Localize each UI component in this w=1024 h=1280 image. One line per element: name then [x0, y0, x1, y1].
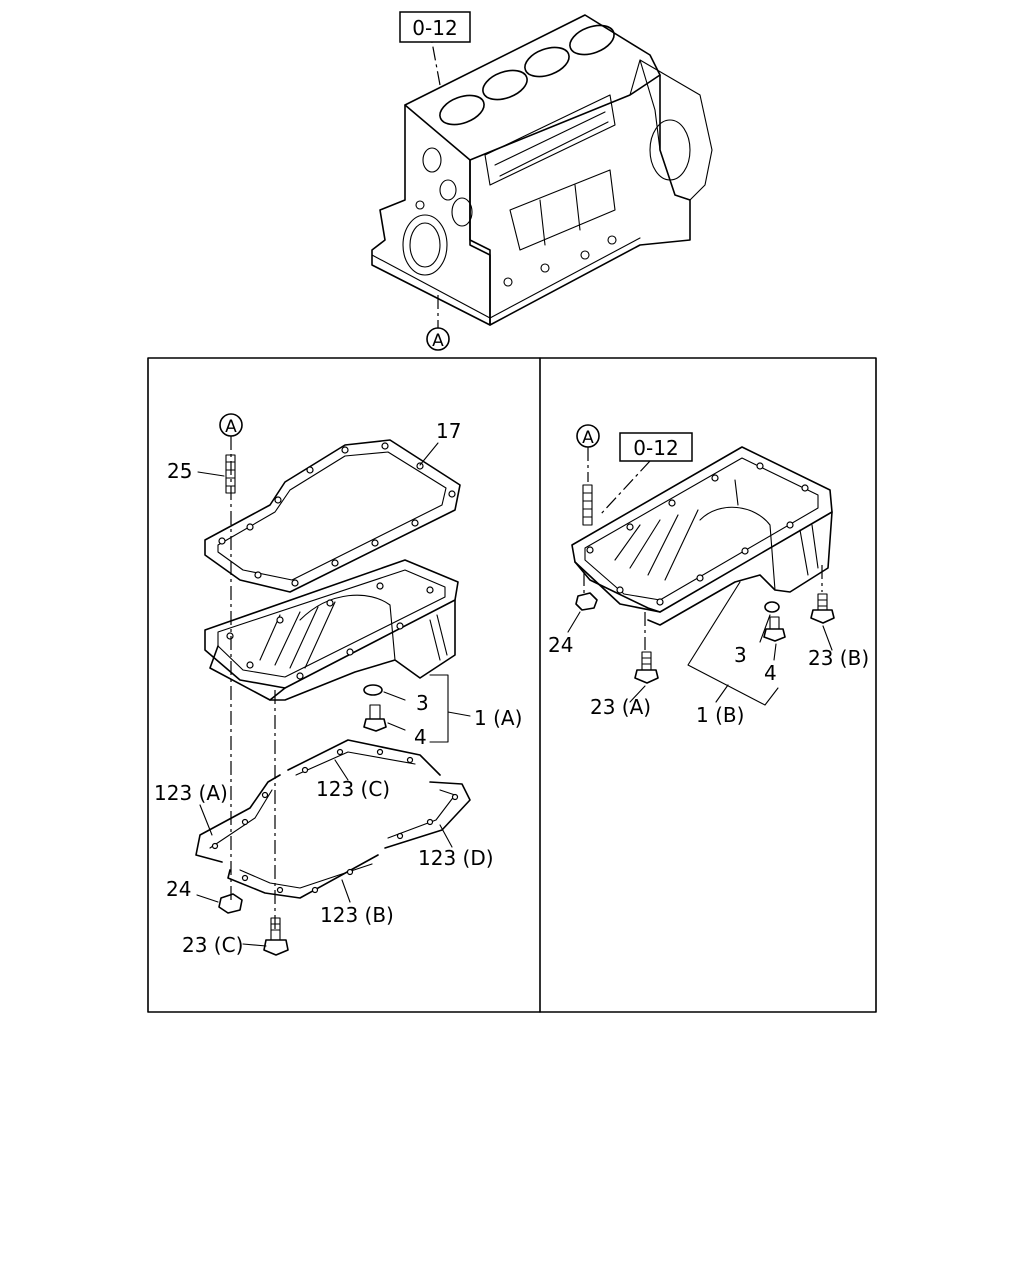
right-ref-label: 0-12 [633, 436, 678, 460]
block-ref-label: 0-12 [412, 16, 457, 40]
bolt-23b [810, 593, 835, 624]
label-1b: 1 (B) [696, 703, 744, 727]
label-123a: 123 (A) [154, 781, 228, 805]
nut-right [575, 592, 598, 611]
cylinder-block-illustration: 0-12 A [371, 11, 713, 351]
label-23b: 23 (B) [808, 646, 869, 670]
stud-right [582, 484, 593, 526]
label-17: 17 [436, 419, 461, 443]
label-23a: 23 (A) [590, 695, 651, 719]
label-25: 25 [167, 459, 192, 483]
label-1a: 1 (A) [474, 706, 522, 730]
drain-washer-right [764, 601, 780, 613]
label-3-left: 3 [416, 691, 429, 715]
label-4-right: 4 [764, 661, 777, 685]
label-123b: 123 (B) [320, 903, 394, 927]
drain-plug-left [363, 704, 387, 732]
label-123d: 123 (D) [418, 846, 494, 870]
panel-frame [147, 357, 877, 1013]
nut-left [218, 893, 243, 914]
upper-gasket [204, 439, 461, 593]
label-24-right: 24 [548, 633, 573, 657]
connector-a-top: A [432, 331, 444, 351]
right-panel: A 0-12 [548, 424, 869, 727]
bolt-23a [634, 651, 659, 684]
connector-a-right: A [582, 428, 594, 448]
lower-gasket [195, 739, 471, 899]
bolt-left [263, 917, 289, 956]
oil-pan-left [204, 559, 459, 701]
label-4-left: 4 [414, 725, 427, 749]
label-3-right: 3 [734, 643, 747, 667]
drain-washer-left [363, 684, 383, 696]
connector-a-left: A [225, 417, 237, 437]
left-panel: A [154, 413, 522, 957]
label-123c: 123 (C) [316, 777, 390, 801]
oil-pan-right [571, 446, 833, 626]
drain-plug-right [763, 616, 786, 642]
label-24-left: 24 [166, 877, 191, 901]
label-23c: 23 (C) [182, 933, 243, 957]
